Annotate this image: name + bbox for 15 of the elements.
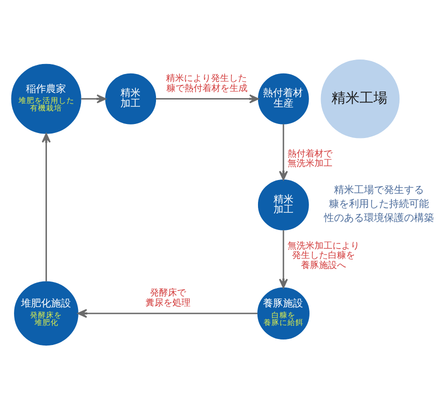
arrow [278, 124, 288, 180]
node-circle: 精米加工 [258, 178, 309, 230]
arrow [156, 94, 259, 103]
arrow [42, 132, 51, 281]
edge-label: 精米により発生した糠で熱付着材を生成 [166, 74, 248, 94]
node-circle: 精米加工 [105, 72, 156, 124]
arrow [78, 308, 258, 318]
edge-label: 発酵床で糞尿を処理 [146, 288, 191, 308]
label: 精米工場で発生する糠を利用した持続可能性のある環境保護の構築 [324, 184, 434, 224]
edge-label: 無洗米加工により発生した白糠を養豚施設へ [287, 240, 360, 270]
arrow [81, 94, 106, 103]
node-circle: 熱付着材生産 [258, 72, 309, 124]
edge-label: 熱付着材で無洗米加工 [287, 148, 333, 169]
arrow [278, 230, 288, 288]
node-circle: 精米工場 [320, 58, 400, 138]
